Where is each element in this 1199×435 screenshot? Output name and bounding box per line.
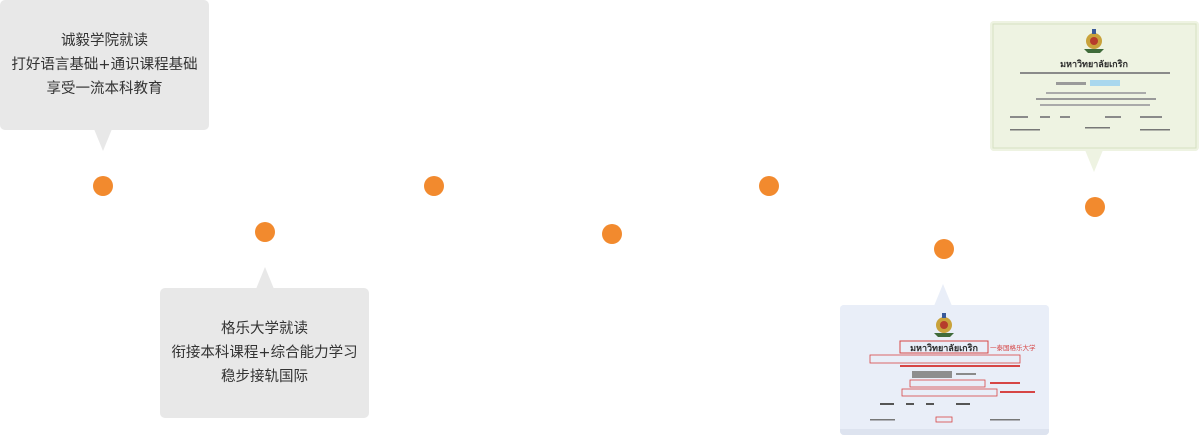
stage1-bubble: 诚毅学院就读 打好语言基础+通识课程基础 享受一流本科教育 (0, 0, 209, 130)
stage2-bubble-tail (256, 267, 274, 289)
timeline-dot-7[interactable] (1085, 197, 1105, 217)
timeline-dot-3[interactable] (424, 176, 444, 196)
certificate-top: มหาวิทยาลัยเกริก (990, 21, 1199, 151)
certificate-bottom-annotation: 一泰国格乐大学 (990, 343, 1036, 352)
certificate-top-tail (1085, 150, 1103, 172)
timeline-dot-1[interactable] (93, 176, 113, 196)
certificate-bottom-title: มหาวิทยาลัยเกริก (910, 343, 978, 354)
stage2-line2: 衔接本科课程+综合能力学习 (171, 345, 358, 361)
timeline-dot-2[interactable] (255, 222, 275, 242)
timeline-dot-6[interactable] (934, 239, 954, 259)
stage1-bubble-tail (94, 129, 112, 151)
certificate-top-title: มหาวิทยาลัยเกริก (1060, 59, 1128, 70)
stage2-line3: 稳步接轨国际 (221, 369, 308, 385)
university-crest-icon (1084, 29, 1104, 53)
certificate-bottom: มหาวิทยาลัยเกริก 一泰国格乐大学 (840, 305, 1049, 435)
certificate-top-image: มหาวิทยาลัยเกริก (990, 21, 1199, 151)
certificate-bottom-image: มหาวิทยาลัยเกริก 一泰国格乐大学 (840, 305, 1049, 435)
university-crest-icon (934, 313, 954, 337)
stage2-bubble: 格乐大学就读 衔接本科课程+综合能力学习 稳步接轨国际 (160, 288, 369, 418)
timeline-dot-4[interactable] (602, 224, 622, 244)
stage2-title: 格乐大学就读 (221, 321, 308, 337)
certificate-bottom-tail (934, 284, 952, 306)
stage1-line2: 打好语言基础+通识课程基础 (11, 57, 198, 73)
stage1-line3: 享受一流本科教育 (46, 81, 163, 97)
timeline-dot-5[interactable] (759, 176, 779, 196)
stage1-title: 诚毅学院就读 (61, 33, 148, 49)
